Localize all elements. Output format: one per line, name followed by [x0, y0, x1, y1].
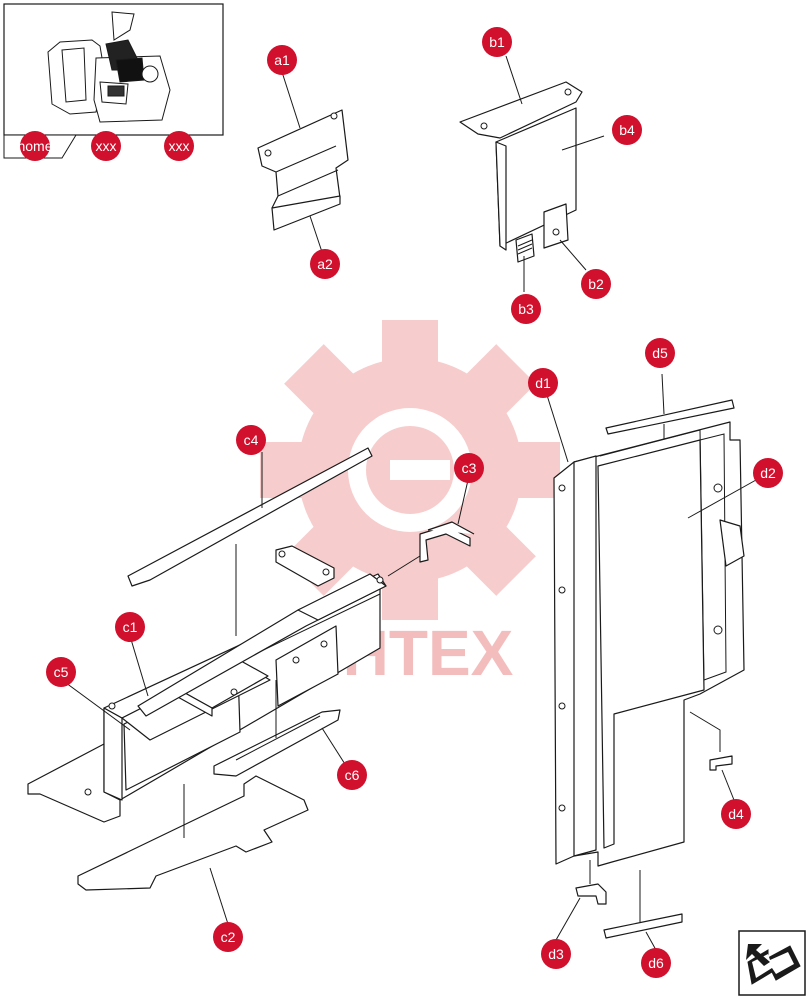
callout-b3-label: b3	[518, 301, 534, 317]
callout-c4[interactable]: c4	[236, 425, 266, 455]
tab-nav-1[interactable]: xxx	[91, 131, 121, 161]
callout-c6-label: c6	[345, 767, 360, 783]
callout-a1-label: a1	[274, 52, 290, 68]
callout-c1-label: c1	[123, 619, 138, 635]
callout-d6-label: d6	[648, 955, 664, 971]
callout-b4-label: b4	[619, 122, 635, 138]
part-d-panel	[545, 373, 757, 951]
callout-b4[interactable]: b4	[612, 115, 642, 145]
callout-d4-label: d4	[728, 806, 744, 822]
callout-d4[interactable]: d4	[721, 799, 751, 829]
callout-d2-label: d2	[760, 465, 776, 481]
callout-d6[interactable]: d6	[641, 948, 671, 978]
tab-nav-2-label: xxx	[169, 138, 190, 154]
part-a-bracket	[257, 71, 349, 253]
part-b-panel	[459, 55, 605, 292]
callout-d5[interactable]: d5	[645, 338, 675, 368]
callout-d1-label: d1	[535, 375, 551, 391]
callout-c2[interactable]: c2	[213, 922, 243, 952]
callout-b3[interactable]: b3	[511, 294, 541, 324]
tab-nav-1-label: xxx	[96, 138, 117, 154]
callout-c1[interactable]: c1	[115, 612, 145, 642]
callout-b1-label: b1	[489, 34, 505, 50]
callout-c3-label: c3	[462, 460, 477, 476]
callout-d1[interactable]: d1	[528, 368, 558, 398]
callout-b1[interactable]: b1	[482, 27, 512, 57]
callout-c2-label: c2	[221, 929, 236, 945]
tab-home[interactable]: home	[17, 131, 53, 161]
callout-d3[interactable]: d3	[541, 939, 571, 969]
callout-d5-label: d5	[652, 345, 668, 361]
callout-a2[interactable]: a2	[310, 249, 340, 279]
part-c-frame	[27, 447, 475, 925]
callout-b2[interactable]: b2	[581, 269, 611, 299]
callout-d2[interactable]: d2	[753, 458, 783, 488]
callout-b2-label: b2	[588, 276, 604, 292]
return-arrow-icon	[746, 944, 801, 985]
callout-c6[interactable]: c6	[337, 760, 367, 790]
tab-home-label: home	[17, 138, 52, 154]
callout-d3-label: d3	[548, 946, 564, 962]
callout-c4-label: c4	[244, 432, 259, 448]
tab-nav-2[interactable]: xxx	[164, 131, 194, 161]
callout-c5-label: c5	[54, 664, 69, 680]
gear-icon	[260, 320, 560, 620]
callout-a1[interactable]: a1	[267, 45, 297, 75]
return-button[interactable]	[738, 930, 806, 996]
callout-c5[interactable]: c5	[46, 657, 76, 687]
excavator-icon	[47, 11, 171, 123]
overview-thumbnail[interactable]: home xxx xxx	[3, 3, 224, 161]
callout-c3[interactable]: c3	[454, 453, 484, 483]
callout-a2-label: a2	[317, 256, 333, 272]
